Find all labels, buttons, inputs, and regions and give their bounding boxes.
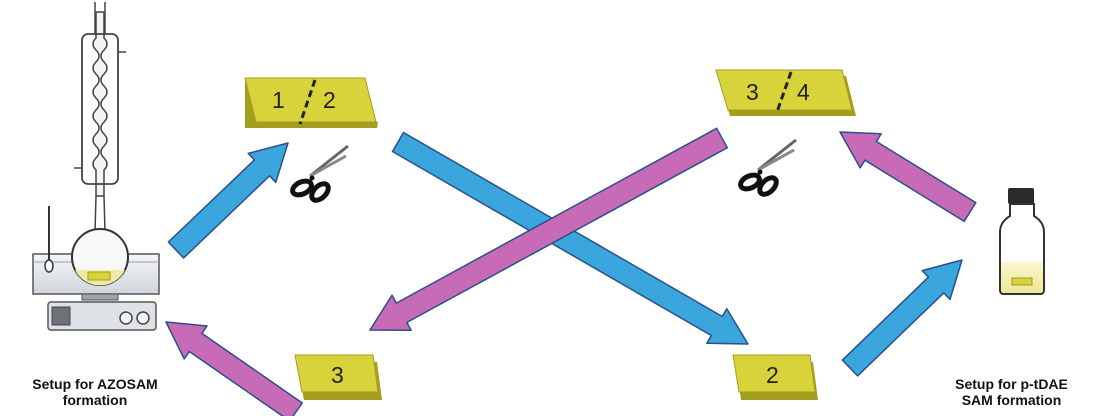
ptdae-caption-line2: SAM formation <box>961 392 1062 408</box>
arrow-layer <box>165 127 977 416</box>
substrate-label-3: 3 <box>746 79 759 105</box>
substrate-label-4: 4 <box>797 79 810 105</box>
azosam-caption-line1: Setup for AZOSAM <box>32 376 158 392</box>
reflux-setup-icon <box>32 2 160 331</box>
vial-icon <box>999 188 1045 295</box>
arrow-bottom-3-to-setup <box>165 321 304 416</box>
substrate-label-bottom-2: 2 <box>766 362 779 388</box>
ptdae-setup-caption: Setup for p-tDAE SAM formation <box>930 376 1093 408</box>
arrow-bottom-2-to-vial <box>841 259 963 377</box>
azosam-caption-line2: formation <box>62 392 128 408</box>
arrow-piece-3-to-bottom <box>369 127 729 332</box>
substrate-label-bottom-3: 3 <box>331 362 344 388</box>
scissors-icon <box>290 144 349 203</box>
substrate-bottom-left: 3 <box>294 354 382 400</box>
substrate-top-left: 1 2 <box>244 77 378 128</box>
substrate-label-2: 2 <box>323 87 336 113</box>
substrate-label-1: 1 <box>272 87 285 113</box>
arrow-vial-to-substrate-34 <box>839 131 977 223</box>
substrate-top-right: 3 4 <box>715 69 856 116</box>
arrow-piece-2-to-bottom <box>391 131 749 345</box>
substrate-bottom-right: 2 <box>732 354 818 400</box>
scissors-icon <box>738 138 797 197</box>
arrow-setup-to-substrate-12 <box>167 142 289 259</box>
ptdae-caption-line1: Setup for p-tDAE <box>955 376 1068 392</box>
azosam-setup-caption: Setup for AZOSAM formation <box>0 376 190 408</box>
